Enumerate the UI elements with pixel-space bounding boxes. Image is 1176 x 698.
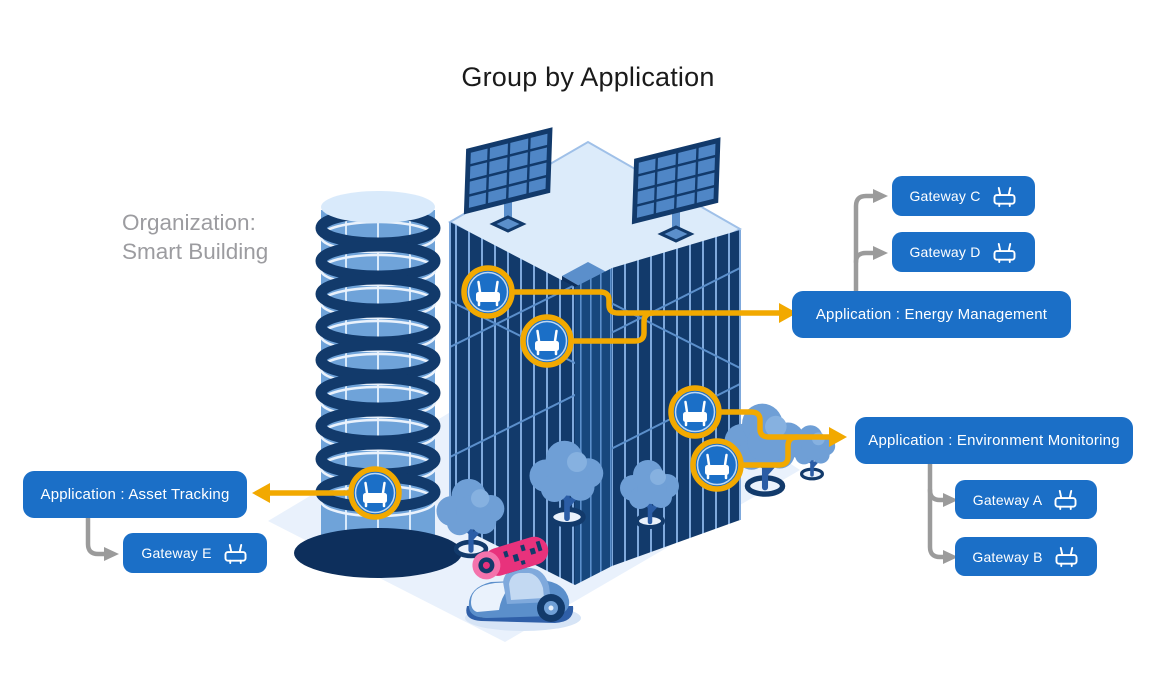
app-box-energy: Application : Energy Management bbox=[792, 291, 1071, 338]
gateway-box-b-label: Gateway B bbox=[972, 548, 1043, 565]
app-box-energy-label: Application : Energy Management bbox=[815, 306, 1048, 323]
gateway-box-c-label: Gateway C bbox=[909, 188, 981, 204]
link-node3-environment bbox=[716, 409, 832, 440]
gray-arrowheads bbox=[104, 189, 958, 564]
router-icon bbox=[993, 186, 1016, 207]
gateway-box-e: Gateway E bbox=[123, 533, 267, 573]
gateway-box-d-label: Gateway D bbox=[909, 244, 981, 260]
link-node2-energy bbox=[568, 310, 656, 344]
organization-line1: Organization: bbox=[122, 210, 256, 235]
app-box-asset-label: Application : Asset Tracking bbox=[40, 486, 230, 503]
connector-energy-to-gateway-c bbox=[853, 193, 876, 294]
link-node1-energy bbox=[509, 289, 782, 316]
circled-router-icon-5 bbox=[351, 469, 399, 517]
connector-energy-to-gateway-d bbox=[853, 250, 876, 265]
link-node4-environment bbox=[738, 434, 800, 468]
robot-car bbox=[465, 536, 581, 631]
connector-env-to-gateway-b bbox=[927, 461, 946, 560]
yellow-connectors bbox=[267, 289, 832, 496]
gateway-box-c: Gateway C bbox=[892, 176, 1035, 216]
router-icon bbox=[1054, 489, 1077, 510]
gateway-box-b: Gateway B bbox=[955, 537, 1097, 576]
router-icon bbox=[1055, 546, 1078, 567]
scanner-cylinder bbox=[472, 536, 549, 580]
circled-router-icon-4 bbox=[693, 441, 741, 489]
organization-label: Organization: Smart Building bbox=[122, 208, 268, 266]
app-box-environment: Application : Environment Monitoring bbox=[855, 417, 1133, 464]
app-box-asset: Application : Asset Tracking bbox=[23, 471, 247, 518]
router-icon bbox=[993, 242, 1016, 263]
gateway-box-d: Gateway D bbox=[892, 232, 1035, 272]
page-title: Group by Application bbox=[461, 62, 715, 92]
yellow-arrowheads bbox=[252, 303, 847, 503]
organization-line2: Smart Building bbox=[122, 239, 269, 264]
gray-connectors bbox=[85, 193, 946, 560]
circled-router-icon-1 bbox=[464, 268, 512, 316]
circled-router-icon-2 bbox=[523, 317, 571, 365]
router-icon bbox=[224, 543, 247, 564]
gateway-box-e-label: Gateway E bbox=[141, 545, 212, 561]
gateway-box-a-label: Gateway A bbox=[972, 491, 1043, 508]
circled-router-icon-3 bbox=[671, 388, 719, 436]
connector-env-to-gateway-a bbox=[927, 487, 946, 503]
app-box-environment-label: Application : Environment Monitoring bbox=[868, 432, 1120, 449]
connector-asset-to-gateway-e bbox=[85, 515, 107, 557]
gateway-box-a: Gateway A bbox=[955, 480, 1097, 519]
